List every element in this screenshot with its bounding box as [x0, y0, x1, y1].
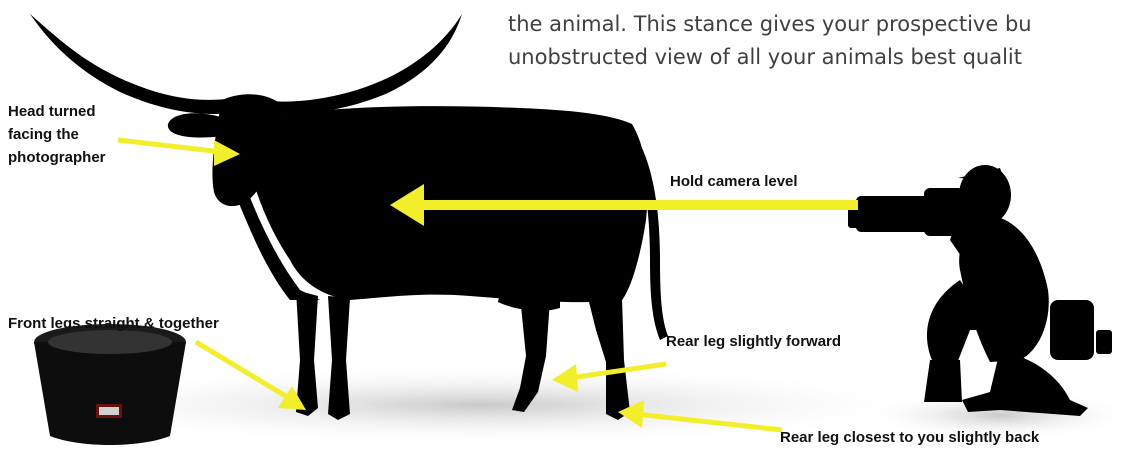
- head-label-line-1: Head turned: [8, 100, 106, 123]
- rear-forward-label: Rear leg slightly forward: [666, 330, 841, 353]
- camera-label: Hold camera level: [670, 170, 798, 193]
- photographer-icon: [848, 165, 1112, 416]
- head-label-line-3: photographer: [8, 146, 106, 169]
- tub-icon: [34, 324, 186, 445]
- head-label-line-2: facing the: [8, 123, 106, 146]
- rear-back-label: Rear leg closest to you slightly back: [780, 426, 1039, 449]
- front-legs-label: Front legs straight & together: [8, 312, 219, 335]
- head-label: Head turned facing the photographer: [8, 100, 106, 169]
